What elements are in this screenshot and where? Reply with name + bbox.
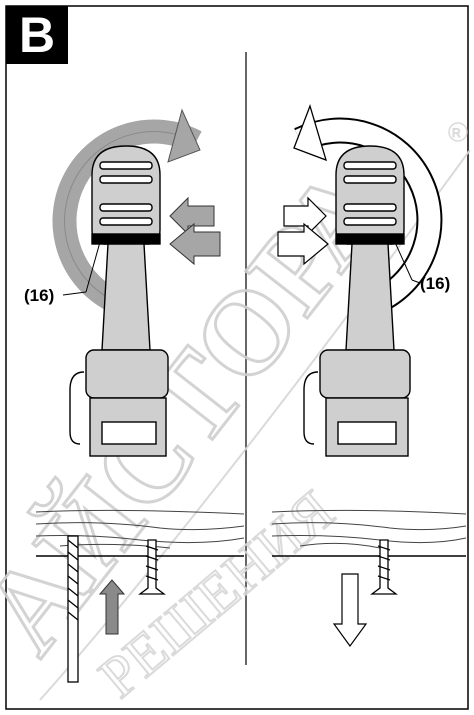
- left-callout-label: (16): [24, 286, 55, 305]
- screw-icon: [370, 539, 398, 595]
- callout-leader: [411, 279, 421, 284]
- callout-leader: [62, 291, 87, 296]
- push-arrow-icon: [277, 196, 329, 266]
- counterclockwise-rotation-arrow-icon: [293, 103, 443, 312]
- clockwise-rotation-arrow-icon: [52, 108, 202, 311]
- drill-bit-icon: [67, 535, 79, 683]
- callout-leader: [393, 239, 413, 281]
- callout-leader: [85, 241, 101, 293]
- push-arrow-icon: [169, 196, 221, 266]
- drill-tool: [69, 145, 169, 457]
- wood-surface: [271, 509, 467, 557]
- down-arrow-icon: [332, 573, 368, 648]
- svg-text:R: R: [452, 126, 461, 140]
- right-callout-label: (16): [420, 274, 451, 293]
- drill-tool: [303, 145, 411, 457]
- left-panel: [35, 108, 245, 683]
- figure-badge: B: [6, 6, 68, 64]
- screw-icon: [138, 539, 166, 595]
- right-panel: [271, 103, 467, 648]
- figure-border: [5, 5, 469, 710]
- up-arrow-icon: [98, 579, 126, 635]
